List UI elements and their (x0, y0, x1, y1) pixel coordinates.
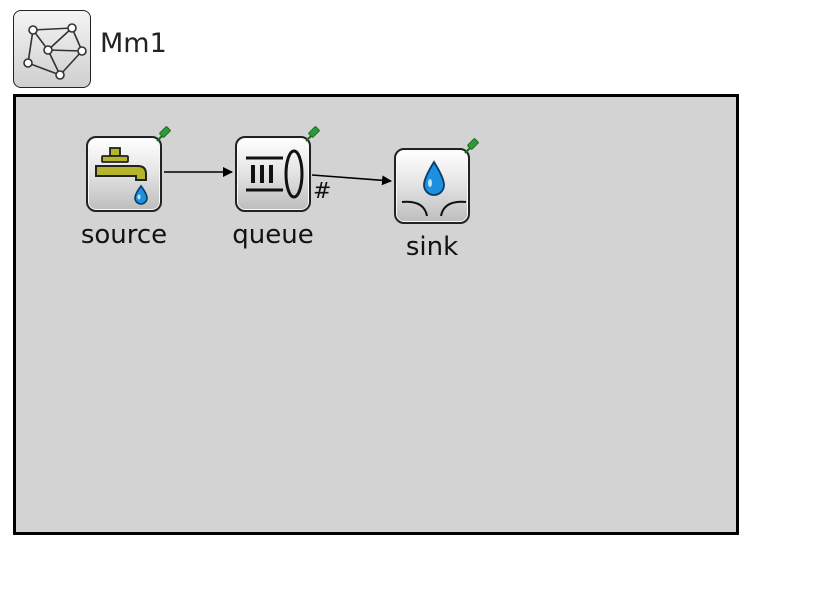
module-label: source (80, 220, 168, 250)
connections-layer (164, 167, 392, 186)
network-graph-icon (13, 10, 91, 88)
faucet-source-icon (86, 136, 162, 212)
module-label: queue (232, 220, 314, 250)
gate-label: # (313, 179, 332, 204)
connection-queue-sink[interactable] (311, 174, 392, 186)
pin-icon (305, 126, 320, 142)
pin-icon (464, 138, 479, 154)
network-canvas[interactable]: source queue # (13, 94, 739, 535)
water-drop-sink-icon (394, 148, 470, 224)
pin-icon (156, 126, 171, 142)
queue-buffer-icon (235, 136, 311, 212)
module-label: sink (405, 232, 459, 262)
network-title: Mm1 (100, 28, 167, 59)
